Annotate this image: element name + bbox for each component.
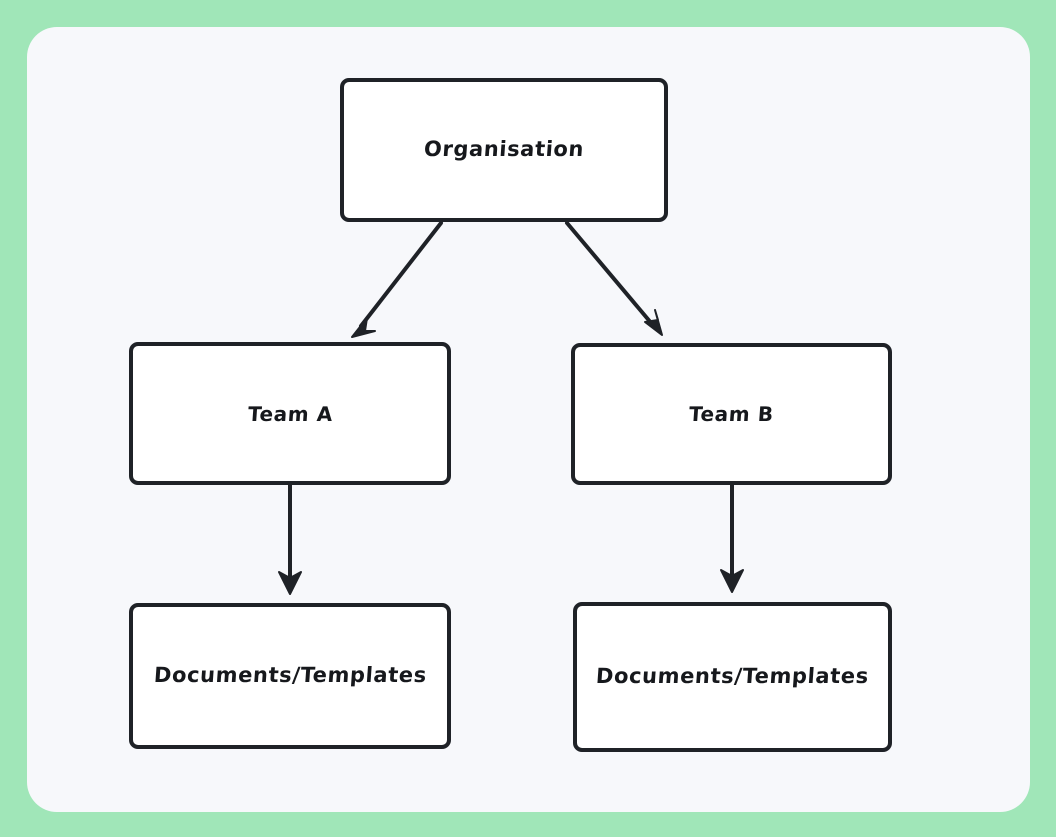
edge-organisation-to-team-a	[351, 221, 443, 338]
node-team-b-label: Team B	[688, 402, 775, 426]
node-team-b[interactable]: Team B	[571, 343, 892, 485]
node-documents-templates-left-label: Documents/Templates	[152, 663, 428, 688]
node-documents-templates-left[interactable]: Documents/Templates	[129, 603, 451, 749]
node-team-a-label: Team A	[246, 401, 334, 426]
edge-team-a-to-docs-left	[278, 483, 302, 595]
edge-organisation-to-team-b	[565, 221, 663, 336]
node-documents-templates-right[interactable]: Documents/Templates	[573, 602, 892, 752]
node-organisation-label: Organisation	[423, 137, 585, 162]
node-documents-templates-right-label: Documents/Templates	[595, 664, 870, 689]
node-organisation[interactable]: Organisation	[340, 78, 668, 222]
node-team-a[interactable]: Team A	[129, 342, 451, 485]
edge-team-b-to-docs-right	[720, 483, 744, 593]
